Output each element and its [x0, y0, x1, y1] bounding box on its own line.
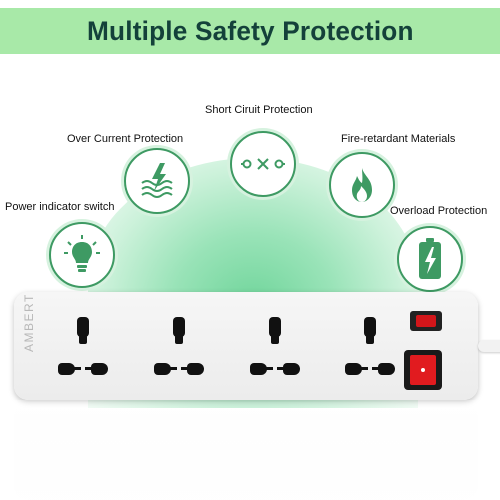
outlet-socket-3	[250, 315, 300, 383]
outlet-socket-4	[345, 315, 395, 383]
title-banner: Multiple Safety Protection	[0, 8, 500, 54]
overload-reset-switch[interactable]	[410, 311, 442, 331]
feature-label-power-indicator: Power indicator switch	[5, 201, 115, 213]
brand-label: AMBERT	[22, 293, 36, 352]
lightning-wave-icon	[124, 148, 190, 214]
feature-label-over-current: Over Current Protection	[67, 133, 184, 145]
reflection-fade	[0, 400, 500, 500]
battery-charging-icon	[397, 226, 463, 292]
outlet-socket-1	[58, 315, 108, 383]
page-title: Multiple Safety Protection	[86, 15, 414, 46]
power-strip	[14, 292, 478, 400]
lightbulb-icon	[49, 222, 115, 288]
power-rocker-switch[interactable]	[404, 350, 442, 390]
switch-circuit-icon	[230, 131, 296, 197]
power-cable	[478, 340, 500, 352]
flame-icon	[329, 152, 395, 218]
outlet-socket-2	[154, 315, 204, 383]
feature-label-overload: Overload Protection	[390, 205, 488, 217]
feature-label-fire-retardant: Fire-retardant Materials	[341, 133, 456, 145]
feature-label-short-circuit: Short Ciruit Protection	[205, 104, 313, 116]
